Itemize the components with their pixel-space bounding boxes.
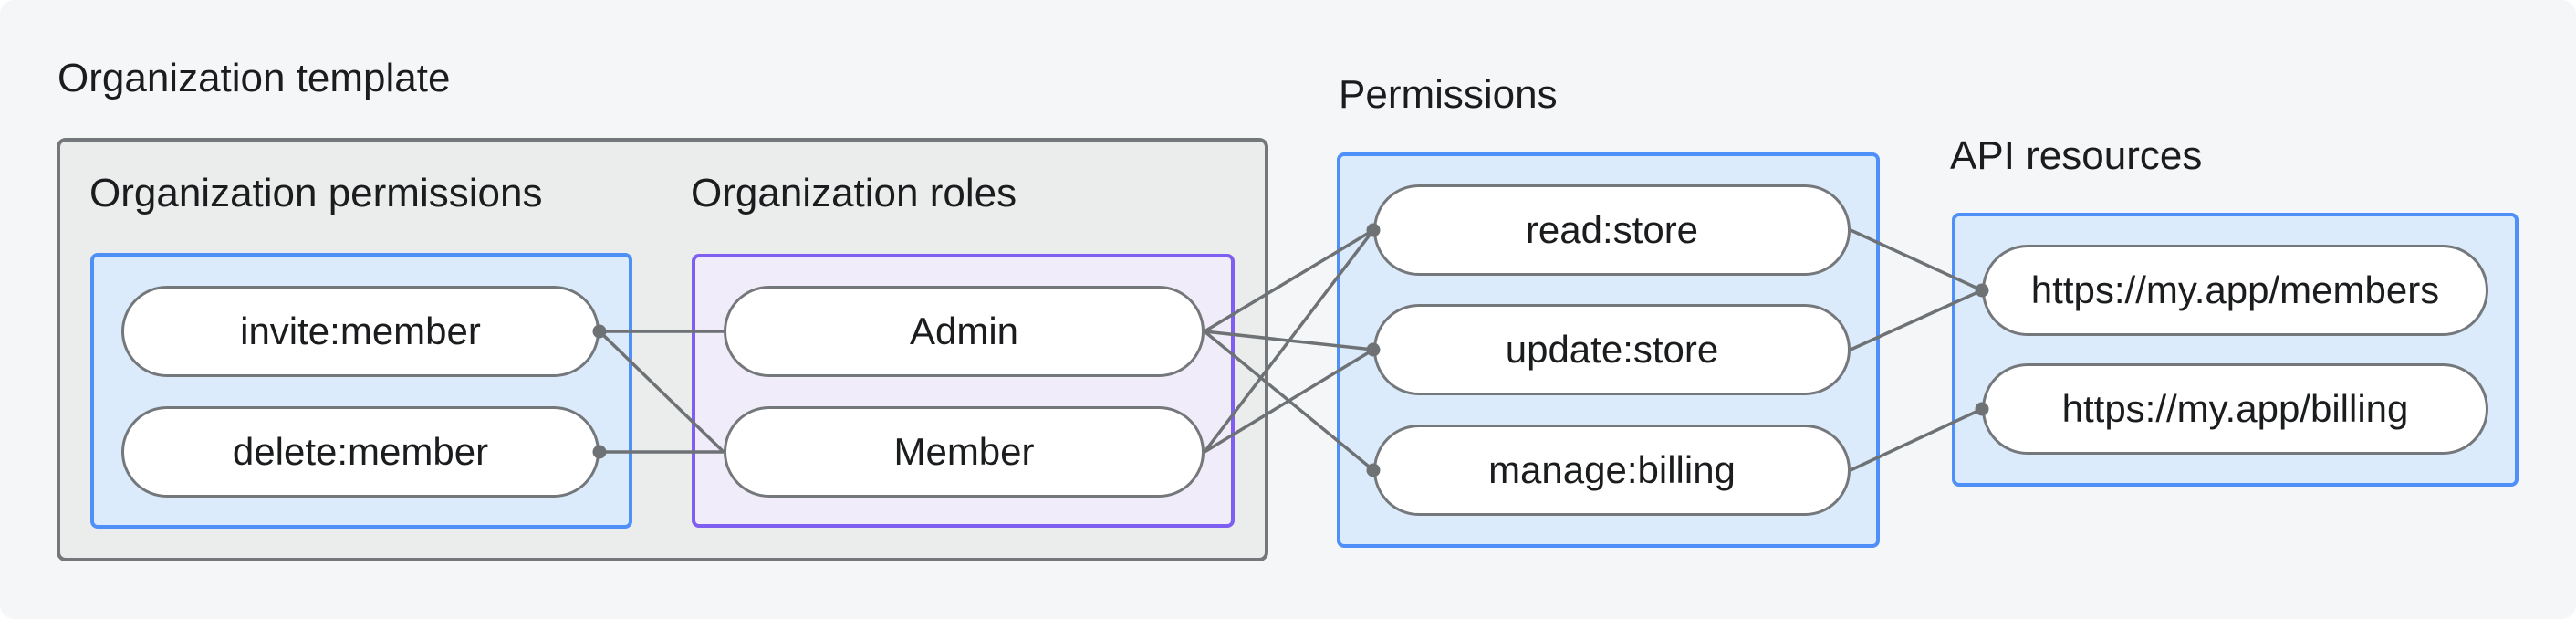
organization-template-label: Organization template: [57, 56, 451, 100]
node-members-api-resource: https://my.app/members: [1982, 245, 2488, 336]
permissions-label: Permissions: [1339, 72, 1558, 117]
organization-roles-label: Organization roles: [691, 171, 1017, 215]
node-admin-role: Admin: [724, 286, 1205, 377]
node-update-store: update:store: [1373, 304, 1851, 395]
node-member-role: Member: [724, 406, 1205, 498]
node-invite-member: invite:member: [121, 286, 600, 377]
organization-permissions-label: Organization permissions: [89, 171, 543, 215]
node-read-store: read:store: [1373, 184, 1851, 276]
node-manage-billing: manage:billing: [1373, 425, 1851, 516]
api-resources-label: API resources: [1950, 133, 2203, 178]
node-billing-api-resource: https://my.app/billing: [1982, 363, 2488, 455]
node-delete-member: delete:member: [121, 406, 600, 498]
